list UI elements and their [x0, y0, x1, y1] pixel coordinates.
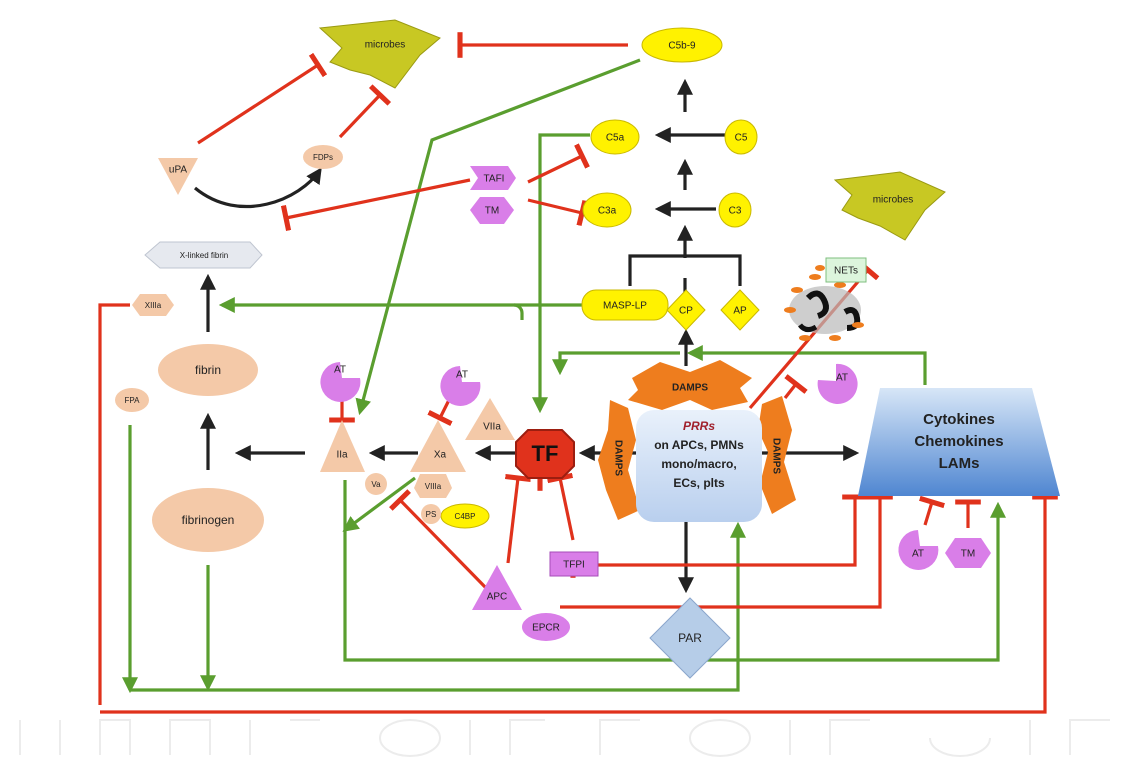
fibrin-node: fibrin [158, 344, 258, 396]
cp-node: CP [666, 289, 706, 331]
tafi-node: TAFI [470, 166, 516, 190]
c5a-node: C5a [590, 119, 640, 155]
nets-node: NETs [825, 257, 867, 283]
xlinked-fibrin-node: X-linked fibrin [144, 241, 263, 269]
tm-bottom-node: TM [945, 538, 991, 568]
xlinked-fibrin-label: X-linked fibrin [180, 251, 228, 260]
xa-label: Xa [434, 450, 447, 461]
ps-node: PS [421, 504, 441, 524]
chemokines-label: Chemokines [914, 433, 1003, 450]
epcr-label: EPCR [532, 623, 560, 634]
nets-cluster [784, 265, 864, 341]
fdps-label: FDPs [313, 153, 333, 162]
crosstalk-arrows [130, 58, 1006, 690]
epcr-node: EPCR [522, 613, 570, 641]
c3-node: C3 [718, 192, 752, 228]
prrs-line2: mono/macro, [661, 457, 736, 471]
c5-node: C5 [724, 119, 758, 155]
at3-label: AT [836, 373, 848, 384]
lams-label: LAMs [939, 455, 980, 472]
upa-node: uPA [158, 158, 198, 195]
c5-label: C5 [735, 133, 748, 144]
iia-node: IIa [320, 420, 365, 472]
c3-label: C3 [729, 206, 742, 217]
c4bp-node: C4BP [440, 503, 490, 529]
apc-label: APC [487, 592, 508, 603]
at3-node: AT [817, 363, 858, 404]
watermark [19, 719, 1110, 757]
ap-label: AP [733, 306, 747, 317]
damps-left-node: DAMPS [598, 400, 640, 520]
damps-top-label: DAMPS [672, 383, 708, 394]
fdps-node: FDPs [303, 145, 343, 169]
fibrinogen-label: fibrinogen [182, 513, 235, 527]
xiiia-node: XIIIa [132, 294, 174, 316]
damps-top-node: DAMPS [628, 360, 752, 410]
tm-top-label: TM [485, 206, 499, 217]
damps-right-label: DAMPS [770, 438, 781, 474]
damps-left-label: DAMPS [612, 440, 623, 476]
xa-node: Xa [410, 420, 466, 472]
at4-node: AT [898, 530, 939, 570]
microbes-top-label: microbes [365, 40, 406, 51]
c3a-label: C3a [598, 206, 617, 217]
prrs-line1: on APCs, PMNs [654, 438, 744, 452]
tf-label: TF [532, 441, 559, 466]
tm-bottom-label: TM [961, 549, 975, 560]
xiiia-label: XIIIa [145, 301, 162, 310]
c5b9-label: C5b-9 [668, 41, 696, 52]
tf-node: TF [515, 429, 575, 479]
prrs-line3: ECs, plts [673, 476, 725, 490]
c3a-node: C3a [582, 192, 632, 228]
tfpi-node: TFPI [549, 551, 599, 577]
microbes-top-node: microbes [318, 19, 441, 89]
at2-node: AT [440, 366, 481, 406]
par-node: PAR [649, 597, 731, 679]
at1-label: AT [334, 365, 346, 376]
prrs-title: PRRs [683, 419, 715, 433]
damps-right-node: DAMPS [758, 396, 796, 514]
iia-label: IIa [336, 450, 348, 461]
upa-label: uPA [169, 165, 187, 176]
cytokines-label: Cytokines [923, 411, 995, 428]
cp-label: CP [679, 306, 693, 317]
microbes-right-node: microbes [833, 171, 946, 241]
tm-top-node: TM [470, 197, 514, 224]
ap-node: AP [720, 289, 760, 331]
tafi-label: TAFI [484, 174, 505, 185]
fpa-node: FPA [115, 388, 149, 412]
c5a-label: C5a [606, 133, 625, 144]
fibrin-label: fibrin [195, 363, 221, 377]
c4bp-label: C4BP [455, 512, 476, 521]
prrs-node: PRRs on APCs, PMNs mono/macro, ECs, plts [636, 410, 762, 522]
c5b9-node: C5b-9 [641, 27, 723, 63]
viia-node: VIIa [465, 398, 515, 440]
apc-node: APC [472, 565, 522, 610]
viiia-label: VIIIa [425, 482, 442, 491]
fibrinogen-node: fibrinogen [152, 488, 264, 552]
viia-label: VIIa [483, 422, 501, 433]
ps-label: PS [426, 510, 437, 519]
nets-label: NETs [834, 266, 858, 277]
viiia-node: VIIIa [414, 474, 452, 498]
at1-node: AT [320, 362, 361, 402]
par-label: PAR [678, 631, 702, 645]
masp-lp-label: MASP-LP [603, 301, 647, 312]
cytokines-node: Cytokines Chemokines LAMs [858, 388, 1060, 496]
tfpi-label: TFPI [563, 560, 585, 571]
va-label: Va [371, 480, 381, 489]
microbes-right-label: microbes [873, 195, 914, 206]
fpa-label: FPA [125, 396, 141, 405]
masp-lp-node: MASP-LP [581, 289, 669, 321]
va-node: Va [365, 473, 387, 495]
at4-label: AT [912, 549, 924, 560]
at2-label: AT [456, 370, 468, 381]
